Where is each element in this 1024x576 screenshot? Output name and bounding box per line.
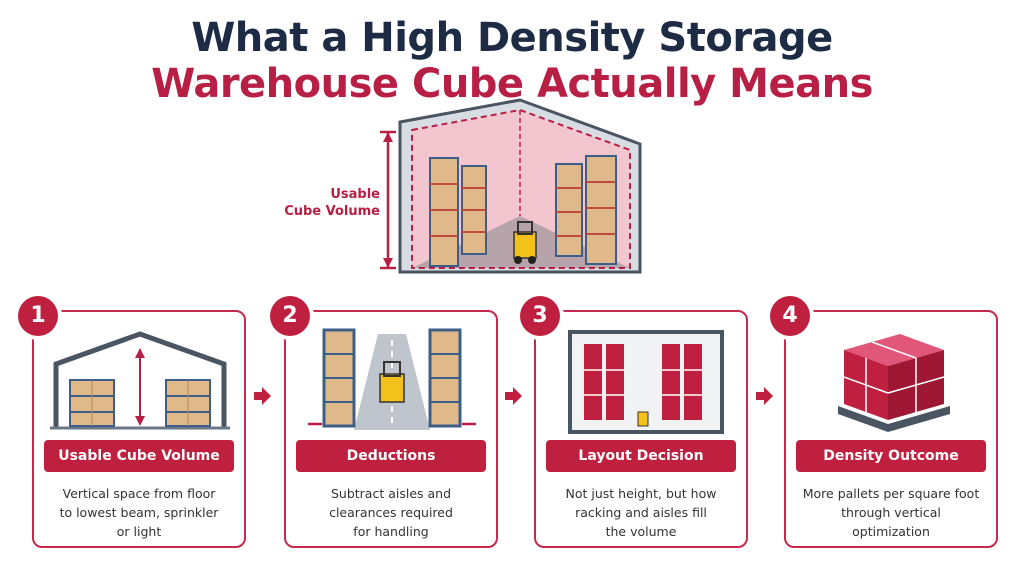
step-description: More pallets per square foot through ver… (802, 486, 980, 539)
step-card-1: Usable Cube Volume Vertical space from f… (32, 310, 246, 548)
step-label: Deductions (296, 440, 486, 472)
warehouse-cross-section-icon (50, 331, 230, 430)
rack-left-icon (429, 157, 487, 267)
step-number-badge: 1 (18, 296, 58, 336)
title-line-1: What a High Density Storage (191, 15, 833, 61)
arrow-right-icon (254, 387, 271, 405)
step-number-badge: 3 (520, 296, 560, 336)
rack-right-icon (555, 155, 617, 265)
usable-cube-volume-label: Usable Cube Volume (262, 186, 380, 220)
hero-label-line-2: Cube Volume (284, 204, 380, 219)
step-card-4: Density Outcome More pallets per square … (784, 310, 998, 548)
aisle-forklift-icon (308, 328, 476, 430)
step-label: Density Outcome (796, 440, 986, 472)
step-label: Usable Cube Volume (44, 440, 234, 472)
step-number-badge: 2 (270, 296, 310, 336)
step-card-3: Layout Decision Not just height, but how… (534, 310, 748, 548)
step-description: Not just height, but how racking and ais… (565, 486, 717, 539)
step-number-badge: 4 (770, 296, 810, 336)
step-description: Subtract aisles and clearances required … (329, 486, 453, 539)
step-card-2: Deductions Subtract aisles and clearance… (284, 310, 498, 548)
arrow-right-icon (756, 387, 773, 405)
step-description: Vertical space from floor to lowest beam… (59, 486, 219, 539)
warehouse-cube-illustration (380, 98, 642, 274)
forklift-icon (513, 221, 537, 264)
pallet-stack-icon (838, 334, 950, 432)
floor-plan-icon (568, 330, 724, 434)
arrow-right-icon (505, 387, 522, 405)
hero-label-line-1: Usable (330, 187, 380, 202)
height-dimension-icon (380, 130, 396, 270)
title-line-2: Warehouse Cube Actually Means (151, 61, 873, 107)
step-label: Layout Decision (546, 440, 736, 472)
